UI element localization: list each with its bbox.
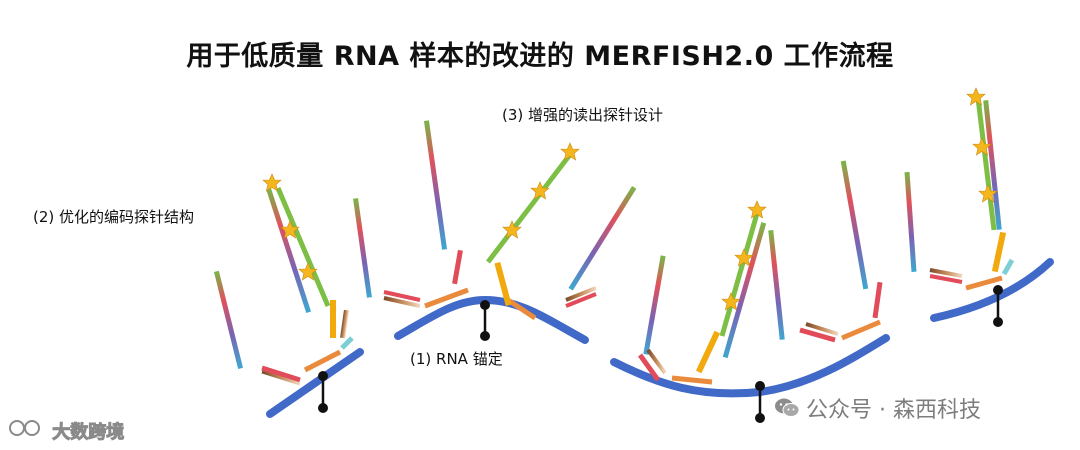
page-title: 用于低质量 RNA 样本的改进的 MERFISH2.0 工作流程 bbox=[186, 41, 894, 72]
watermark-right-text: 公众号 · 森西科技 bbox=[806, 398, 981, 423]
anchor-pin-icon bbox=[480, 300, 490, 341]
label-readout-probe-design: (3) 增强的读出探针设计 bbox=[502, 106, 664, 124]
label-rna-anchoring: (1) RNA 锚定 bbox=[410, 350, 503, 368]
anchor-pin-icon bbox=[755, 381, 765, 423]
encoding-probe-2 bbox=[353, 120, 637, 321]
readout-probe-3 bbox=[719, 200, 767, 337]
anchor-pin-icon bbox=[318, 371, 328, 413]
wechat-icon bbox=[775, 398, 800, 417]
readout-probe-4 bbox=[966, 87, 998, 231]
watermark-right: 公众号 · 森西科技 bbox=[774, 392, 981, 424]
encoding-probe-1 bbox=[213, 187, 354, 386]
readout-probe-2 bbox=[486, 142, 580, 264]
label-encoding-probe-design: (2) 优化的编码探针结构 bbox=[33, 208, 195, 226]
rna-strand-4 bbox=[930, 258, 1054, 322]
readout-probe-1 bbox=[262, 173, 331, 307]
rna-strand-2 bbox=[394, 295, 589, 344]
rna-strand-1 bbox=[266, 348, 364, 418]
rna-strand-3 bbox=[610, 334, 890, 398]
anchor-pin-icon bbox=[993, 285, 1003, 327]
star-icon bbox=[966, 87, 986, 106]
encoding-probe-4 bbox=[904, 100, 1015, 291]
brand-logo-icon bbox=[8, 418, 42, 443]
watermark-left: 大数跨境 bbox=[8, 418, 125, 444]
encoding-probe-3 bbox=[637, 160, 883, 385]
watermark-left-text: 大数跨境 bbox=[52, 422, 125, 444]
